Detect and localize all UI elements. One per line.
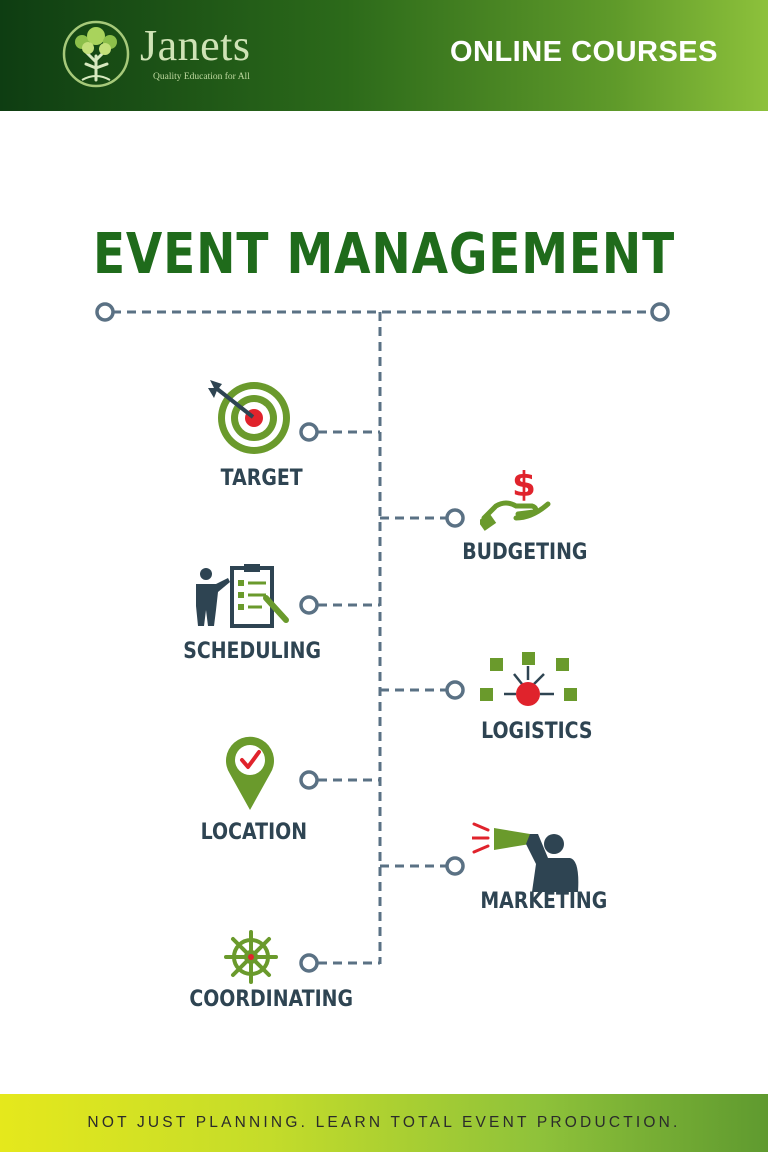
branch-node: [299, 770, 319, 790]
branch-node: [299, 422, 319, 442]
label-coordinating: COORDINATING: [189, 987, 354, 1012]
label-scheduling: SCHEDULING: [183, 639, 322, 664]
header-title: ONLINE COURSES: [449, 36, 718, 68]
clipboard-presenter-icon: [196, 564, 289, 628]
footer-bar: NOT JUST PLANNING. LEARN TOTAL EVENT PRO…: [0, 1094, 768, 1152]
branch-node: [299, 595, 319, 615]
ship-wheel-icon: [224, 930, 278, 984]
page-title: EVENT MANAGEMENT: [92, 222, 676, 287]
branch-node: [445, 508, 465, 528]
label-marketing: MARKETING: [480, 889, 608, 914]
label-logistics: LOGISTICS: [481, 719, 593, 744]
end-node: [95, 302, 115, 322]
brand-name: Janets: [140, 21, 251, 70]
branch-node: [445, 856, 465, 876]
target-icon: [208, 380, 290, 454]
money-hand-icon: $: [480, 465, 551, 531]
header-bar: Janets Quality Education for All ONLINE …: [0, 0, 768, 111]
tree-logo-icon: [62, 20, 130, 88]
branch-node: [445, 680, 465, 700]
label-target: TARGET: [220, 466, 303, 491]
footer-tagline: NOT JUST PLANNING. LEARN TOTAL EVENT PRO…: [87, 1114, 681, 1131]
end-node: [650, 302, 670, 322]
map-pin-check-icon: [226, 736, 274, 810]
brand-tagline: Quality Education for All: [153, 72, 250, 82]
svg-text:$: $: [512, 465, 536, 505]
label-location: LOCATION: [200, 820, 308, 845]
network-hub-icon: [480, 652, 577, 706]
label-budgeting: BUDGETING: [462, 540, 588, 565]
branch-node: [299, 953, 319, 973]
megaphone-person-icon: [472, 822, 579, 892]
